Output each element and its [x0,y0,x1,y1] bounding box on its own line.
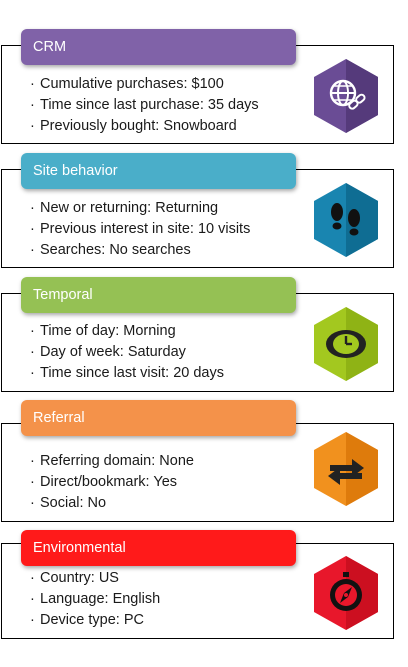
list-item: ·Searches: No searches [30,242,191,258]
crm-items: ·Cumulative purchases: $100 ·Time since … [30,74,259,137]
environmental-items: ·Country: US ·Language: English ·Device … [30,568,160,631]
footprints-icon [314,183,378,257]
list-item: ·Device type: PC [30,612,144,628]
arrows-exchange-icon [314,432,378,506]
environmental-header: Environmental [21,530,296,566]
list-item: ·Previously bought: Snowboard [30,118,237,134]
list-item: ·Previous interest in site: 10 visits [30,221,251,237]
site-behavior-header: Site behavior [21,153,296,189]
crm-header: CRM [21,29,296,65]
list-item: ·Time of day: Morning [30,323,176,339]
list-item: ·Language: English [30,591,161,607]
list-item: ·Social: No [30,495,107,511]
list-item: ·New or returning: Returning [30,200,219,216]
list-item: ·Direct/bookmark: Yes [30,474,178,490]
list-item: ·Cumulative purchases: $100 [30,76,224,92]
temporal-header: Temporal [21,277,296,313]
site-behavior-items: ·New or returning: Returning ·Previous i… [30,198,250,261]
list-item: ·Time since last visit: 20 days [30,365,224,381]
clock-icon [314,307,378,381]
list-item: ·Referring domain: None [30,453,194,469]
referral-header: Referral [21,400,296,436]
list-item: ·Time since last purchase: 35 days [30,97,259,113]
list-item: ·Country: US [30,570,119,586]
compass-icon [314,556,378,630]
temporal-items: ·Time of day: Morning ·Day of week: Satu… [30,321,224,384]
list-item: ·Day of week: Saturday [30,344,186,360]
referral-items: ·Referring domain: None ·Direct/bookmark… [30,451,194,514]
globe-link-icon [314,59,378,133]
